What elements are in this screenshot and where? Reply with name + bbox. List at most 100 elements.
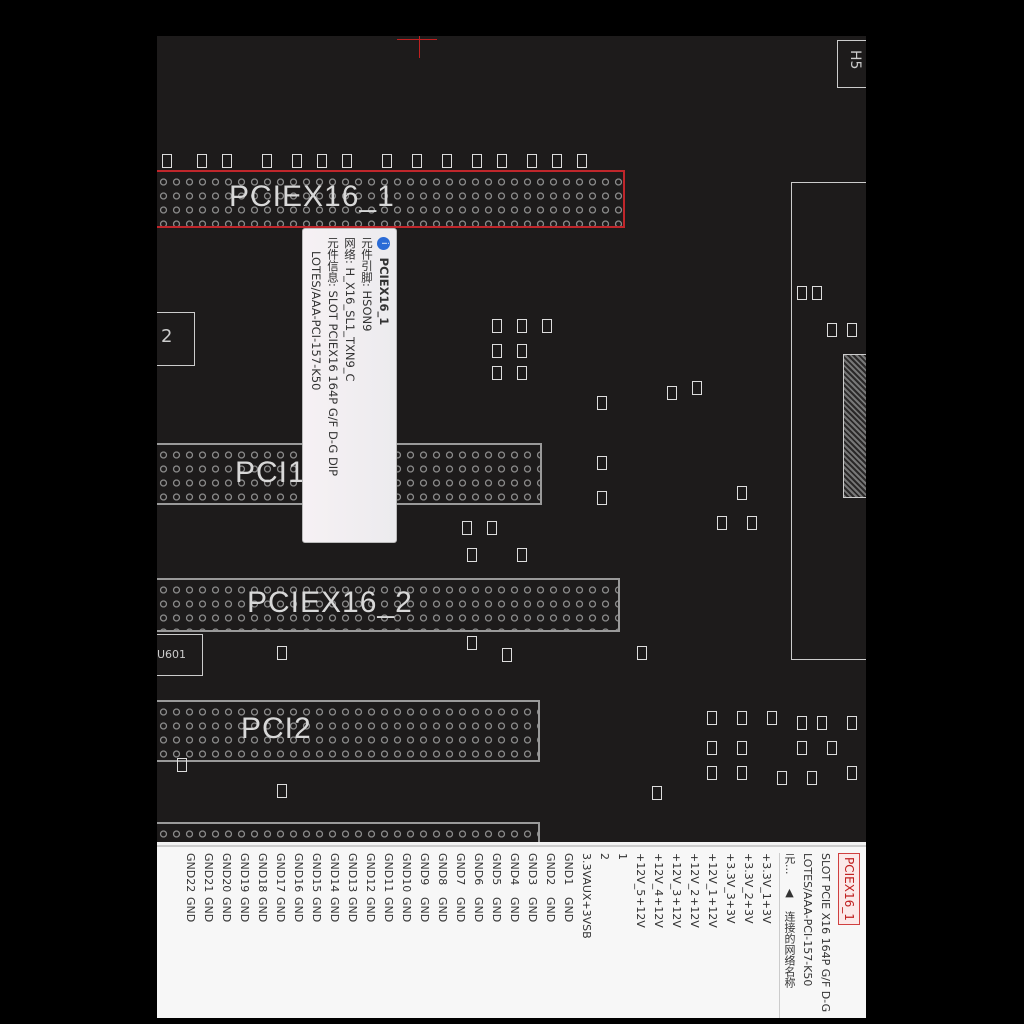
- component-2[interactable]: [157, 312, 195, 366]
- pad: [277, 646, 287, 660]
- pad: [827, 741, 837, 755]
- pin-row[interactable]: +12V_5+12V: [631, 853, 649, 1018]
- net-name: GND: [310, 897, 323, 923]
- net-name: GND: [274, 897, 287, 923]
- h5-component[interactable]: [837, 40, 866, 88]
- pad: [517, 344, 527, 358]
- pad: [847, 766, 857, 780]
- pin-row[interactable]: 3.3VAUX+3VSB: [577, 853, 595, 1018]
- pin-name: +3.3V_3: [724, 853, 737, 900]
- pin-name: +12V_2: [688, 853, 701, 897]
- net-name: GND: [220, 897, 233, 923]
- pin-row[interactable]: GND8GND: [433, 853, 451, 1018]
- pin-row[interactable]: GND6GND: [469, 853, 487, 1018]
- net-name: GND: [400, 897, 413, 923]
- pin-row[interactable]: GND19GND: [235, 853, 253, 1018]
- slot-pci2[interactable]: [157, 700, 540, 762]
- pin-row[interactable]: +3.3V_3+3V: [721, 853, 739, 1018]
- tooltip-title: PCIEX16_1: [377, 257, 391, 326]
- pin-name: +12V_3: [670, 853, 683, 897]
- pin-name: GND14: [328, 853, 341, 893]
- pad: [797, 286, 807, 300]
- pin-row[interactable]: GND17GND: [271, 853, 289, 1018]
- pin-row[interactable]: GND18GND: [253, 853, 271, 1018]
- pcb-canvas[interactable]: PCIEX16_1 PCI1 PCIEX16_2 PCI2 H5 2 U601 …: [157, 36, 866, 842]
- pin-row[interactable]: GND20GND: [217, 853, 235, 1018]
- u601-component[interactable]: [157, 634, 203, 676]
- net-name: +12V: [706, 897, 719, 928]
- pad: [552, 154, 562, 168]
- pin-row[interactable]: GND13GND: [343, 853, 361, 1018]
- pin-name: GND19: [238, 853, 251, 893]
- pin-row[interactable]: +3.3V_1+3V: [757, 853, 775, 1018]
- pad: [737, 741, 747, 755]
- pin-name: GND2: [544, 853, 557, 886]
- pad: [737, 766, 747, 780]
- pin-name: +3.3V_1: [760, 853, 773, 900]
- pin-row[interactable]: GND2GND: [541, 853, 559, 1018]
- pad: [767, 711, 777, 725]
- net-name: GND: [454, 897, 467, 923]
- panel-desc: SLOT PCIE X16 164P G/F D-G: [819, 853, 832, 1013]
- pin-row[interactable]: GND15GND: [307, 853, 325, 1018]
- slot-partial[interactable]: [157, 822, 540, 842]
- pin-row[interactable]: 1: [613, 853, 631, 1018]
- tooltip-part: LOTES/AAA-PCI-157-K50: [309, 251, 323, 391]
- pad: [527, 154, 537, 168]
- pin-row[interactable]: 2: [595, 853, 613, 1018]
- pin-row[interactable]: GND14GND: [325, 853, 343, 1018]
- component-outline[interactable]: [791, 182, 866, 660]
- pin-row[interactable]: GND22GND: [181, 853, 199, 1018]
- net-name: GND: [364, 897, 377, 923]
- pad: [292, 154, 302, 168]
- info-icon: i: [377, 237, 390, 250]
- pin-row[interactable]: GND21GND: [199, 853, 217, 1018]
- pin-name: GND22: [184, 853, 197, 893]
- pin-row[interactable]: +3.3V_2+3V: [739, 853, 757, 1018]
- pin-row[interactable]: +12V_4+12V: [649, 853, 667, 1018]
- col-header-pin[interactable]: 元...: [783, 853, 796, 875]
- pin-row[interactable]: GND16GND: [289, 853, 307, 1018]
- col-header-net[interactable]: 连接的网络名称: [783, 910, 796, 988]
- pin-row[interactable]: +12V_1+12V: [703, 853, 721, 1018]
- pin-row[interactable]: GND3GND: [523, 853, 541, 1018]
- pin-row[interactable]: GND10GND: [397, 853, 415, 1018]
- net-name: +3V: [724, 899, 737, 924]
- pad: [777, 771, 787, 785]
- crosshair-cursor-h: [397, 39, 437, 40]
- pad: [652, 786, 662, 800]
- panel-part: LOTES/AAA-PCI-157-K50: [801, 853, 814, 987]
- sort-arrow-icon[interactable]: ▲: [783, 886, 796, 899]
- pin-row[interactable]: GND1GND: [559, 853, 577, 1018]
- pin-row[interactable]: GND12GND: [361, 853, 379, 1018]
- component-tooltip: i PCIEX16_1 元件引脚: HSON9 网络: H_X16_SL1_TX…: [302, 228, 397, 543]
- pin-name: GND6: [472, 853, 485, 886]
- pin-row[interactable]: +12V_2+12V: [685, 853, 703, 1018]
- net-name: GND: [490, 897, 503, 923]
- pin-row[interactable]: GND9GND: [415, 853, 433, 1018]
- pad: [472, 154, 482, 168]
- net-name: GND: [292, 897, 305, 923]
- net-name: GND: [328, 897, 341, 923]
- pin-list[interactable]: PCIEX16_1 SLOT PCIE X16 164P G/F D-G LOT…: [181, 853, 860, 1018]
- pin-row[interactable]: +12V_3+12V: [667, 853, 685, 1018]
- pin-name: GND1: [562, 853, 575, 886]
- pad: [197, 154, 207, 168]
- pin-row[interactable]: GND5GND: [487, 853, 505, 1018]
- pin-row[interactable]: GND11GND: [379, 853, 397, 1018]
- slot-pciex16-2[interactable]: [157, 578, 620, 632]
- pad: [517, 366, 527, 380]
- net-name: GND: [436, 897, 449, 923]
- tooltip-pin: 元件引脚: HSON9: [360, 237, 374, 332]
- pad: [382, 154, 392, 168]
- net-name: GND: [562, 897, 575, 923]
- net-name: GND: [256, 897, 269, 923]
- net-name: +3V: [760, 899, 773, 924]
- pad: [502, 648, 512, 662]
- net-name: GND: [202, 897, 215, 923]
- net-name: GND: [184, 897, 197, 923]
- slot-pciex16-1[interactable]: [157, 170, 625, 228]
- pad: [542, 319, 552, 333]
- pin-row[interactable]: GND7GND: [451, 853, 469, 1018]
- pin-row[interactable]: GND4GND: [505, 853, 523, 1018]
